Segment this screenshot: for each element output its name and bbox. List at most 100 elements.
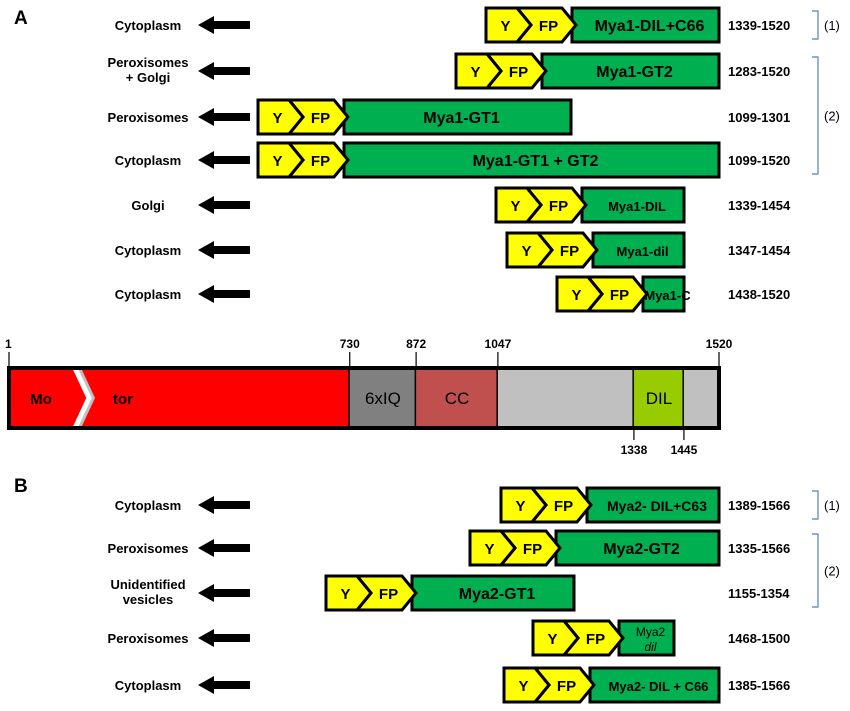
localization-label: Golgi	[131, 198, 164, 213]
construct-name: dil	[644, 640, 656, 654]
construct-name: Mya2-GT2	[603, 541, 680, 558]
localization-label: Cytoplasm	[115, 243, 181, 258]
y-segment	[468, 529, 517, 567]
y-label: Y	[470, 64, 480, 81]
localization-label: vesicles	[123, 592, 174, 607]
y-label: Y	[547, 631, 557, 648]
group-bracket	[812, 56, 819, 175]
arrow-left-icon	[198, 62, 250, 80]
arrow-left-icon	[198, 16, 250, 34]
group-label: (2)	[824, 109, 840, 124]
construct-body	[617, 619, 676, 657]
arrow-left-icon	[198, 676, 250, 694]
construct-body	[410, 574, 576, 612]
position-marker: 872	[406, 337, 426, 351]
y-label: Y	[510, 198, 520, 215]
group-label: (1)	[824, 18, 840, 33]
domain-motor-head	[9, 368, 89, 428]
residue-range: 1438-1520	[728, 287, 790, 302]
arrow-left-icon	[198, 539, 250, 557]
y-label: Y	[340, 586, 350, 603]
group-label: (1)	[824, 498, 840, 513]
domain-label: CC	[445, 389, 470, 408]
localization-label: Cytoplasm	[115, 678, 181, 693]
residue-range: 1468-1500	[728, 631, 790, 646]
localization-label: Cytoplasm	[115, 498, 181, 513]
protein-bar-outline	[7, 366, 721, 430]
construct-name: Mya2- DIL+C63	[607, 498, 707, 514]
construct-name: Mya1-GT1	[423, 110, 500, 127]
localization-label: + Golgi	[126, 70, 170, 85]
arrow-left-icon	[198, 629, 250, 647]
construct-name: Mya2- DIL + C66	[609, 679, 709, 694]
construct-name: Mya1-GT2	[596, 64, 673, 81]
construct-name: Mya1-GT1 + GT2	[473, 153, 599, 170]
domain-tail	[497, 368, 634, 428]
y-label: Y	[521, 243, 531, 260]
localization-label: Cytoplasm	[115, 287, 181, 302]
localization-label: Unidentified	[110, 577, 185, 592]
y-segment	[256, 141, 305, 179]
arrow-left-icon	[198, 584, 250, 602]
fp-label: FP	[379, 586, 398, 603]
construct-body	[580, 186, 686, 224]
domain-dil	[633, 368, 684, 428]
position-marker: 1520	[706, 337, 733, 351]
position-marker: 1	[5, 337, 12, 351]
construct-name: Mya2-GT1	[459, 586, 536, 603]
motor-divider	[72, 366, 92, 430]
arrow-left-icon	[198, 241, 250, 259]
construct-name: Mya1-C	[644, 288, 691, 303]
localization-label: Peroxisomes	[108, 631, 189, 646]
y-segment	[256, 98, 305, 136]
fp-label: FP	[311, 110, 330, 127]
residue-range: 1099-1301	[728, 110, 790, 125]
localization-label: Cytoplasm	[115, 153, 181, 168]
localization-label: Peroxisomes	[108, 541, 189, 556]
y-label: Y	[500, 18, 510, 35]
domain-iq	[349, 368, 417, 428]
group-bracket	[812, 533, 819, 608]
residue-range: 1335-1566	[728, 541, 790, 556]
y-segment	[531, 619, 580, 657]
arrow-left-icon	[198, 196, 250, 214]
domain-label: tor	[113, 391, 133, 408]
residue-range: 1347-1454	[728, 243, 791, 258]
construct-body	[342, 98, 573, 136]
y-segment	[555, 275, 604, 313]
fp-label: FP	[586, 631, 605, 648]
y-segment	[505, 231, 554, 269]
y-label: Y	[272, 153, 282, 170]
position-marker: 1445	[671, 443, 698, 457]
y-segment	[494, 186, 543, 224]
residue-range: 1385-1566	[728, 678, 790, 693]
position-marker: 730	[340, 337, 360, 351]
construct-body	[591, 231, 686, 269]
y-segment	[502, 666, 551, 704]
domain-motor-tail	[81, 368, 350, 428]
construct-body	[588, 666, 721, 704]
y-label: Y	[272, 110, 282, 127]
fp-label: FP	[560, 243, 579, 260]
construct-name: Mya1-DIL+C66	[595, 18, 705, 35]
arrow-left-icon	[198, 108, 250, 126]
localization-label: Peroxisomes	[108, 55, 189, 70]
fp-label: FP	[549, 198, 568, 215]
domain-label: Mo	[30, 391, 52, 408]
residue-range: 1339-1520	[728, 18, 790, 33]
group-bracket	[812, 10, 819, 40]
construct-body	[342, 141, 721, 179]
localization-label: Peroxisomes	[108, 110, 189, 125]
residue-range: 1099-1520	[728, 153, 790, 168]
arrow-left-icon	[198, 496, 250, 514]
y-label: Y	[518, 678, 528, 695]
